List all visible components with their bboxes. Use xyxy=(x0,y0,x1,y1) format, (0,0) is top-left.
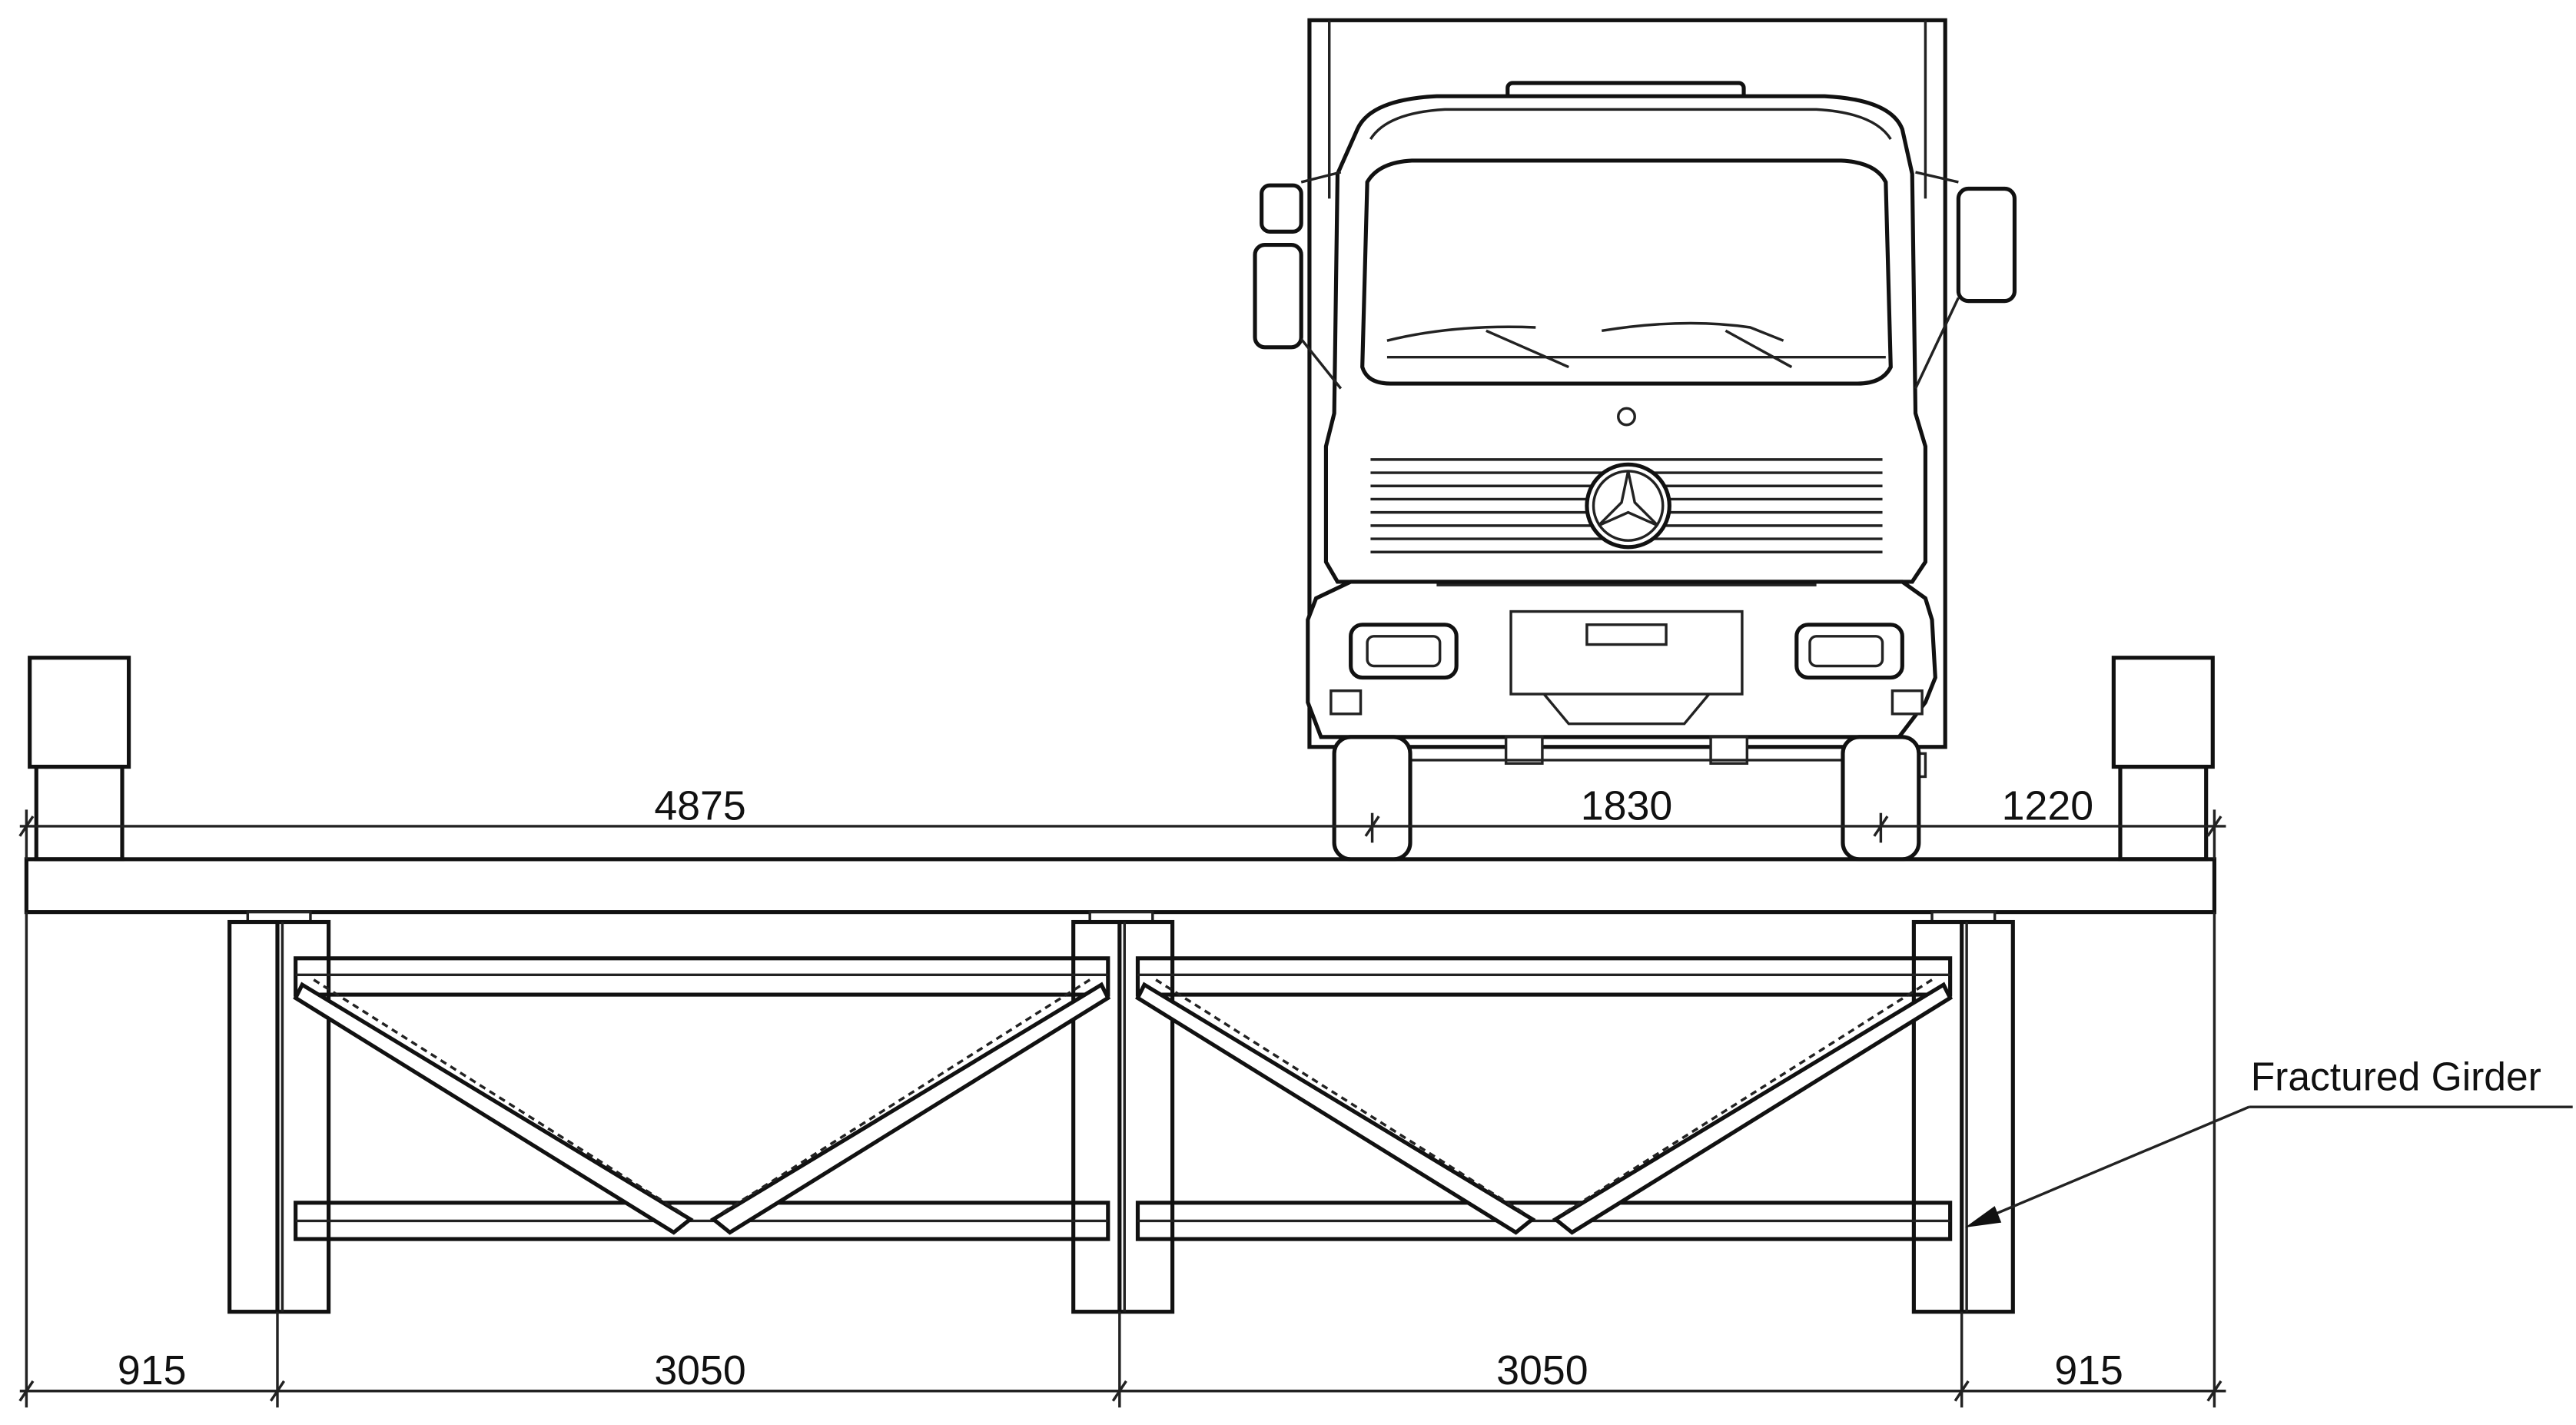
dimension-label-top-2: 1830 xyxy=(1581,782,1672,829)
deck-slab xyxy=(24,857,2217,915)
truck-front-view xyxy=(1253,18,2017,862)
fractured-girder-leader xyxy=(1964,1105,2573,1228)
girder-left xyxy=(227,919,331,1314)
girder-middle xyxy=(1071,919,1175,1314)
fractured-girder-label: Fractured Girder xyxy=(2251,1055,2541,1099)
top-dimension-line xyxy=(18,809,2226,859)
star-emblem-icon xyxy=(1585,462,1671,550)
parapet-right xyxy=(2111,656,2215,862)
dimension-label-bottom-3: 3050 xyxy=(1496,1347,1588,1393)
dimension-label-bottom-2: 3050 xyxy=(654,1347,745,1393)
cross-frame-bay-1 xyxy=(293,956,1111,1241)
girder-right-fractured xyxy=(1911,919,2015,1314)
cross-frame-bay-2 xyxy=(1135,956,1953,1241)
dimension-label-bottom-1: 915 xyxy=(118,1347,187,1393)
parapet-left xyxy=(28,656,131,862)
bottom-dimension-line xyxy=(18,912,2226,1408)
dimension-label-bottom-4: 915 xyxy=(2054,1347,2123,1393)
dimension-label-top-3: 1220 xyxy=(2002,782,2093,829)
dimension-label-top-1: 4875 xyxy=(654,782,745,829)
bearing-pads xyxy=(246,910,1997,924)
